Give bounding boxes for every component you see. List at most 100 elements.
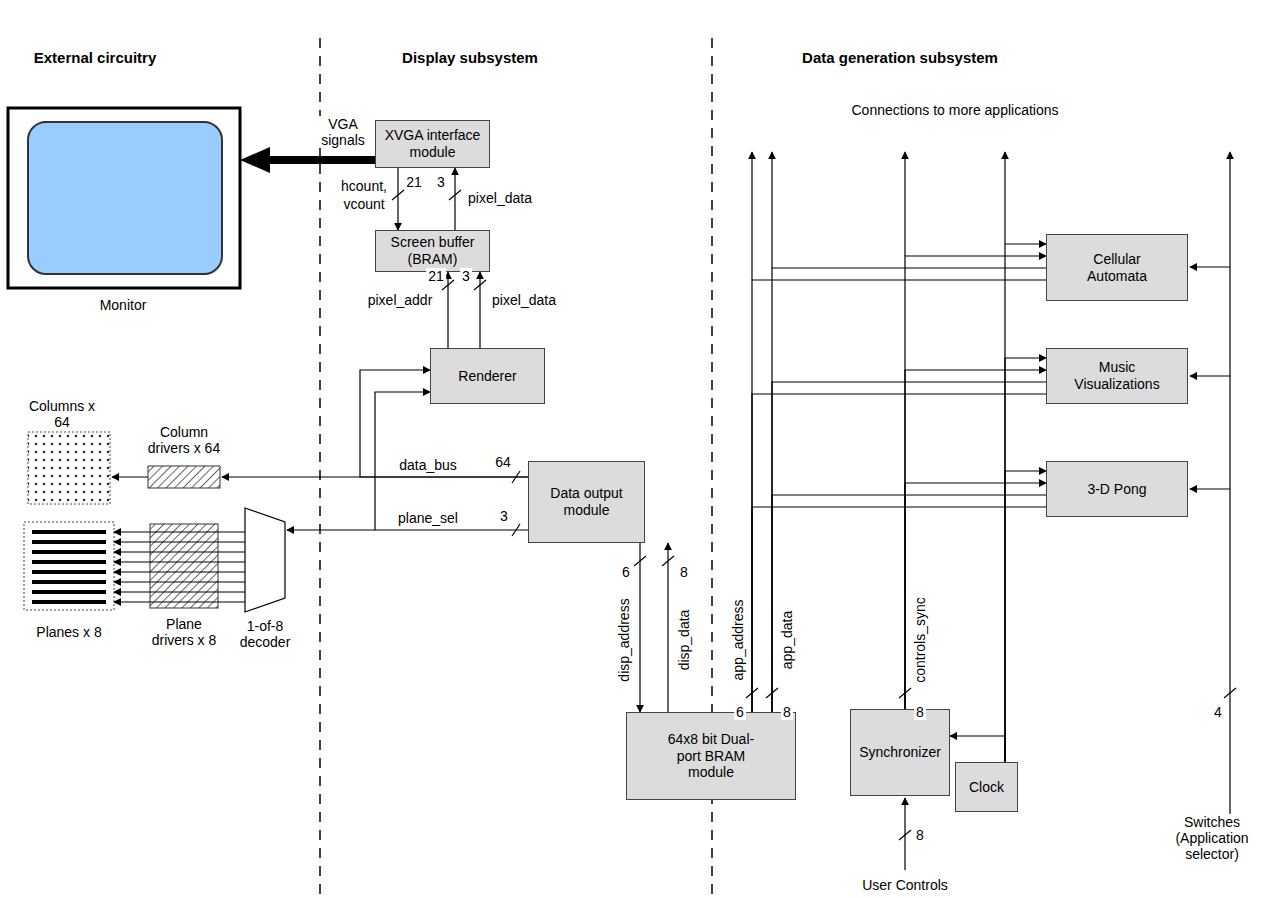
vga-arrow: [240, 147, 375, 173]
process-box: Screen buffer (BRAM): [375, 230, 490, 272]
box-label: Music Visualizations: [1062, 359, 1172, 393]
bus-wire: [904, 152, 905, 256]
switch-wire: [1229, 152, 1230, 815]
plane-drivers: [150, 524, 218, 608]
connector: [905, 256, 1046, 709]
process-box: Clock: [955, 762, 1018, 812]
process-box: Synchronizer: [850, 709, 950, 796]
bus-wire: [1004, 152, 1005, 244]
connector: [905, 483, 1046, 709]
planes-outline: [24, 522, 114, 610]
plane-bar: [32, 580, 106, 584]
process-box: Renderer: [430, 348, 545, 404]
plane-sel-wire: [287, 529, 375, 530]
signal-label: plane_sel: [396, 510, 460, 526]
plane-wire: [114, 562, 245, 563]
signal-label: 8: [678, 564, 690, 580]
signal-label: disp_address: [616, 596, 632, 683]
plane-bar: [32, 560, 106, 564]
connector: [639, 543, 640, 712]
signal-label: 3: [435, 174, 447, 190]
plane-bar: [32, 540, 106, 544]
signal-label: 8: [914, 827, 926, 843]
signal-label: app_data: [779, 609, 795, 671]
switch-wire: [1190, 375, 1230, 376]
connector: [667, 543, 668, 712]
signal-label: User Controls: [860, 877, 950, 893]
signal-label: Switches (Application selector): [1160, 814, 1264, 862]
plane-wires: [32, 532, 245, 602]
divider-line: [319, 38, 321, 898]
signal-label: Plane drivers x 8: [147, 616, 221, 648]
connector: [950, 736, 1005, 762]
bus-wire: [771, 152, 772, 268]
plane-wire: [114, 572, 245, 573]
connector: [752, 507, 1046, 712]
slash: [1224, 688, 1236, 698]
section-heading: External circuitry: [32, 49, 159, 66]
signal-label: Monitor: [98, 297, 149, 313]
connector: [752, 394, 1046, 712]
signal-label: 3: [498, 508, 510, 524]
monitor-screen: [28, 122, 222, 274]
columns-grid: [28, 432, 110, 504]
box-label: 3-D Pong: [1087, 481, 1146, 498]
plane-bar: [32, 570, 106, 574]
signal-label: Connections to more applications: [849, 102, 1060, 118]
process-box: Cellular Automata: [1046, 234, 1188, 301]
section-heading: Data generation subsystem: [800, 49, 1000, 66]
signal-label: 1-of-8 decoder: [233, 618, 297, 650]
column-drivers: [148, 466, 220, 488]
signal-label: controls_sync: [912, 595, 928, 685]
signal-label: 21: [404, 174, 424, 190]
plane-bar: [32, 600, 106, 604]
signal-label: vcount: [341, 196, 386, 212]
box-label: Synchronizer: [859, 744, 941, 761]
plane-wire: [114, 532, 245, 533]
box-label: Screen buffer (BRAM): [383, 234, 483, 268]
plane-wire: [114, 542, 245, 543]
connector: [1005, 471, 1046, 762]
signal-label: 6: [734, 704, 746, 720]
signal-label: data_bus: [397, 457, 459, 473]
signal-label: pixel_data: [466, 190, 534, 206]
box-label: Renderer: [458, 368, 516, 385]
process-box: 3-D Pong: [1046, 461, 1188, 517]
monitor-case: [8, 108, 240, 288]
plane-wire: [114, 592, 245, 593]
signal-label: 21: [426, 268, 446, 284]
slash: [899, 830, 911, 840]
signal-label: Columns x 64: [25, 398, 99, 430]
process-box: 64x8 bit Dual-port BRAM module: [626, 712, 796, 800]
plane-wire: [114, 602, 245, 603]
switch-wire: [1190, 266, 1230, 267]
plane-bar: [32, 590, 106, 594]
plane-wire: [114, 552, 245, 553]
signal-label: Column drivers x 64: [142, 424, 226, 456]
column-wire: [112, 476, 148, 477]
connector: [375, 392, 528, 530]
signal-label: 8: [781, 704, 793, 720]
signal-label: 3: [460, 268, 472, 284]
box-label: Cellular Automata: [1062, 251, 1172, 285]
box-label: Data output module: [547, 485, 627, 519]
signal-label: hcount,: [339, 178, 389, 194]
signal-label: disp_data: [676, 608, 692, 673]
connector: [397, 168, 398, 230]
connector: [447, 272, 448, 348]
connectors: [360, 168, 1046, 762]
plane-bar: [32, 530, 106, 534]
signal-label: 64: [493, 454, 513, 470]
signal-label: VGA signals: [313, 116, 373, 148]
connector: [454, 168, 455, 230]
process-box: Music Visualizations: [1046, 348, 1188, 404]
signal-label: 6: [620, 564, 632, 580]
signal-label: 4: [1212, 704, 1224, 720]
connector: [1005, 244, 1046, 762]
box-label: Clock: [969, 779, 1004, 796]
signal-label: pixel_data: [490, 292, 558, 308]
connector: [479, 272, 480, 348]
connector: [1005, 358, 1046, 762]
signal-label: app_address: [730, 598, 746, 683]
signal-label: Planes x 8: [32, 624, 106, 640]
